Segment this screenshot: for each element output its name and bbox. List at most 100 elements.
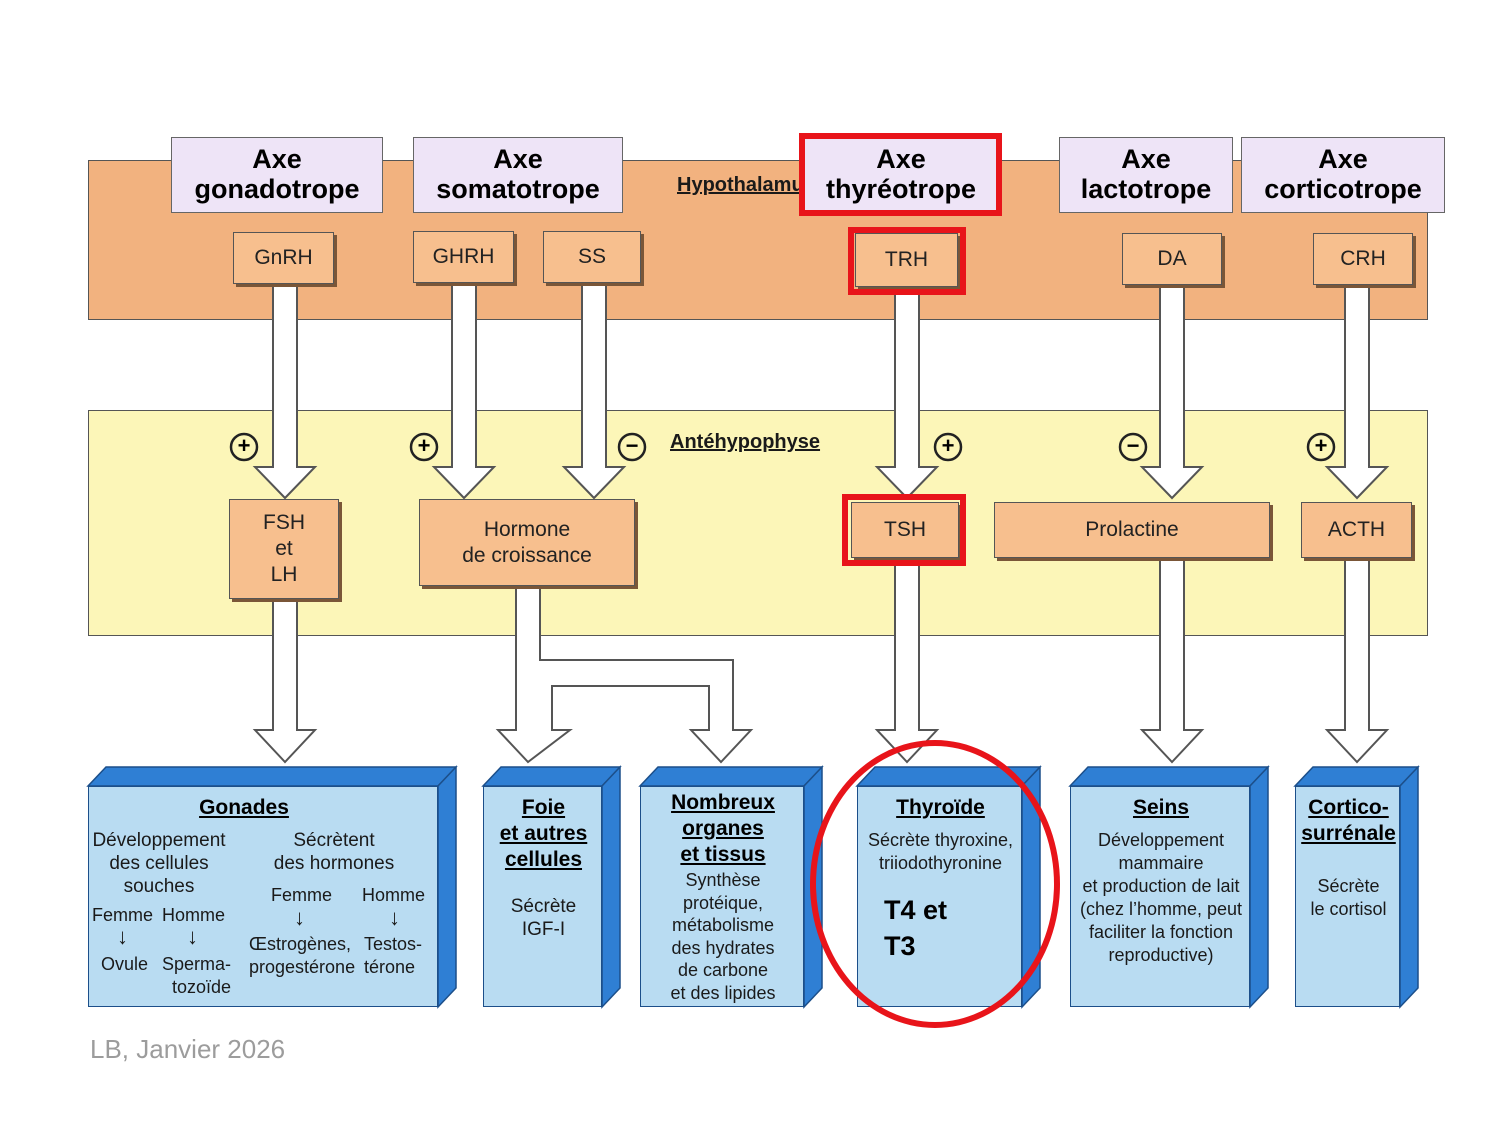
seins-text-line5: faciliter la fonction (1088, 922, 1234, 942)
sign-ss: − (625, 433, 639, 458)
hormone-gnrh: GnRH (233, 232, 334, 284)
gonades-left-line3: souches (123, 876, 195, 897)
arrow-fsh-gonades (252, 599, 318, 764)
axis-gonadotrope-line1: Axe (252, 144, 302, 174)
arrow-tsh-thyroide (874, 564, 940, 764)
axis-gonadotrope-line2: gonadotrope (194, 174, 360, 204)
organ-foie-top (481, 766, 622, 787)
sign-ghrh: + (417, 433, 431, 458)
axis-lactotrope-line1: Axe (1121, 144, 1171, 174)
hypothalamus-label: Hypothalamus (677, 174, 802, 196)
hormone-fsh-lh: FSH et LH (229, 499, 339, 599)
hormone-gh: Hormone de croissance (419, 499, 635, 586)
gonades-oestrogenes: Œstrogènes, progestérone (249, 933, 355, 979)
lh-line: LH (270, 563, 298, 586)
organ-corticosurrenale: Cortico- surrénale Sécrète le cortisol (1295, 786, 1400, 1007)
arrow-trh (874, 291, 940, 500)
axis-somatotrope-line1: Axe (493, 144, 543, 174)
axis-gonadotrope: Axe gonadotrope (171, 137, 383, 213)
sign-trh: + (941, 433, 955, 458)
organ-foie-side (601, 765, 621, 1009)
gonades-title: Gonades (199, 796, 289, 819)
gonades-right-homme: Homme (362, 885, 426, 905)
foie-text-line1: Sécrète (510, 896, 577, 917)
axis-thyreotrope-line2: thyréotrope (825, 174, 977, 204)
gonades-left-homme: Homme (162, 905, 226, 925)
arrow-acth-cortico (1324, 559, 1390, 764)
gonades-left-line2: des cellules (109, 853, 209, 874)
down-arrow-icon: ↓ (389, 905, 400, 930)
axis-corticotrope-line2: corticotrope (1264, 174, 1422, 204)
hormone-da: DA (1122, 233, 1222, 285)
hormone-prolactine: Prolactine (994, 502, 1270, 558)
organ-seins-side (1249, 765, 1269, 1009)
footer-credit: LB, Janvier 2026 (90, 1034, 286, 1064)
down-arrow-icon: ↓ (294, 905, 305, 930)
axis-somatotrope-line2: somatotrope (436, 174, 600, 204)
arrow-gnrh (252, 284, 318, 500)
gh-line1: Hormone (483, 517, 571, 541)
sign-da: − (1126, 433, 1140, 458)
gonades-right-line1: Sécrètent (293, 830, 375, 851)
corticosurrenale-text: Sécrète le cortisol (1296, 875, 1401, 921)
arrow-da (1139, 286, 1205, 500)
hormone-ghrh: GHRH (413, 231, 514, 283)
oestrogenes-line2: progestérone (249, 957, 356, 977)
seins-text-line1: Développement (1097, 830, 1225, 850)
seins-text-line2: mammaire (1118, 853, 1204, 873)
sign-gnrh: + (237, 433, 251, 458)
hormone-tsh: TSH (851, 502, 959, 558)
gonades-left-line1: Développement (92, 830, 226, 851)
highlight-axis-thyreotrope (799, 133, 1002, 216)
arrow-ss (561, 284, 627, 500)
organ-organes: Nombreux organes et tissus Synthèse prot… (640, 786, 804, 1007)
organes-title: Nombreux organes et tissus (641, 790, 805, 868)
seins-text-line4: (chez l’homme, peut (1079, 899, 1243, 919)
organes-title-line3: et tissus (680, 843, 766, 866)
axis-lactotrope: Axe lactotrope (1059, 137, 1233, 213)
gonades-left-femme: Femme (92, 905, 154, 925)
corticosurrenale-title: Cortico- surrénale (1296, 795, 1401, 847)
hormone-acth: ACTH (1301, 502, 1412, 558)
axis-corticotrope-line1: Axe (1318, 144, 1368, 174)
arrow-crh (1324, 286, 1390, 500)
foie-title-line3: cellules (504, 848, 583, 871)
antehypophyse-label: Antéhypophyse (670, 431, 821, 453)
organ-organes-top (638, 766, 824, 787)
seins-title: Seins (1132, 796, 1190, 819)
organ-gonades-side (437, 765, 457, 1009)
foie-text-line2: IGF-I (521, 919, 566, 940)
highlight-tsh (842, 494, 966, 566)
testosterone-line1: Testos- (364, 934, 423, 954)
down-arrow-icon: ↓ (117, 924, 128, 949)
organes-title-line1: Nombreux (671, 791, 775, 814)
sign-gnrh-circle (229, 432, 259, 462)
organ-gonades-top (86, 766, 458, 787)
axis-lactotrope-line2: lactotrope (1080, 174, 1212, 204)
gonades-testosterone: Testos- térone (364, 933, 422, 979)
seins-text-line6: reproductive) (1108, 945, 1214, 965)
fsh-line: FSH (263, 511, 305, 534)
foie-title: Foie et autres cellules (484, 795, 603, 873)
organ-corticosurrenale-top (1293, 766, 1420, 787)
sign-crh: + (1314, 433, 1328, 458)
organ-corticosurrenale-side (1399, 765, 1419, 1009)
gonades-right-text: Sécrètent des hormones (259, 829, 409, 875)
organ-seins-top (1068, 766, 1270, 787)
organ-seins: Seins Développement mammaire et producti… (1070, 786, 1250, 1007)
organes-text-line3: métabolisme (671, 915, 775, 935)
spermatozoide-line2: tozoïde (171, 977, 231, 997)
oestrogenes-line1: Œstrogènes, (249, 934, 352, 954)
corticosurrenale-title-line2: surrénale (1301, 822, 1396, 845)
gh-line2: de croissance (462, 543, 592, 567)
seins-text-line3: et production de lait (1082, 876, 1240, 896)
organes-text-line1: Synthèse (685, 870, 761, 890)
arrow-ghrh (431, 284, 497, 500)
gonades-spermatozoide: Sperma- tozoïde (157, 953, 231, 999)
organes-text-line5: de carbone (677, 960, 769, 980)
et-line: et (275, 537, 293, 560)
axis-somatotrope: Axe somatotrope (413, 137, 623, 213)
foie-title-line1: Foie (521, 796, 566, 819)
organes-text: Synthèse protéique, métabolisme des hydr… (641, 869, 805, 1004)
arrow-prolactine-seins (1139, 559, 1205, 764)
